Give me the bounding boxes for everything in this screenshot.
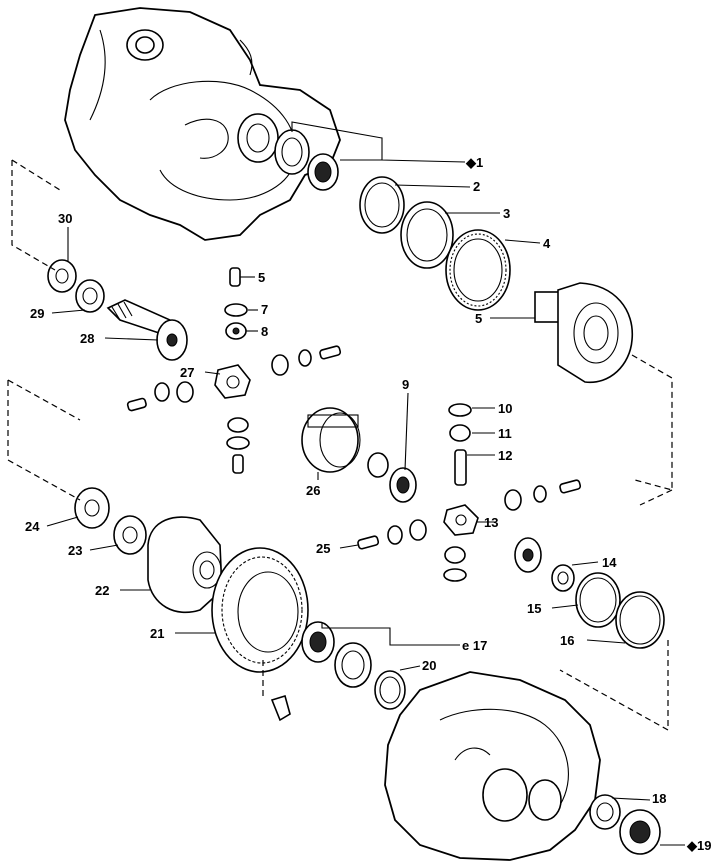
alignment-lines xyxy=(7,159,673,732)
label-part-24: 24 xyxy=(25,519,40,534)
label-part-23: 23 xyxy=(68,543,82,558)
label-part-26: 26 xyxy=(306,483,320,498)
label-part-16: 16 xyxy=(560,633,574,648)
label-part-3: 3 xyxy=(503,206,510,221)
label-part-11: 11 xyxy=(498,426,512,441)
label-part-27: 27 xyxy=(180,365,194,380)
side-gear-parts xyxy=(357,519,542,573)
label-part-21: 21 xyxy=(150,626,164,641)
label-part-8: 8 xyxy=(261,324,268,339)
label-part-4: 4 xyxy=(543,236,551,251)
upper-housing xyxy=(64,7,341,241)
leader-lines xyxy=(46,121,685,846)
callout-labels: ◆1 2 3 4 5 5 7 8 9 10 11 12 13 14 15 16 … xyxy=(25,155,711,853)
label-part-12: 12 xyxy=(498,448,512,463)
pins-and-washers-right xyxy=(443,403,582,582)
label-part-25: 25 xyxy=(316,541,330,556)
differential-case xyxy=(534,282,634,383)
lower-left-case xyxy=(74,487,223,614)
ring-gear xyxy=(211,547,309,673)
label-part-29: 29 xyxy=(30,306,44,321)
bearing-and-shims-lower xyxy=(270,564,665,722)
label-part-20: 20 xyxy=(422,658,436,673)
ring-parts-upper xyxy=(359,176,511,311)
label-part-5-case: 5 xyxy=(475,311,482,326)
label-part-19: ◆19 xyxy=(686,838,711,853)
label-part-10: 10 xyxy=(498,401,512,416)
label-part-1: ◆1 xyxy=(465,155,483,170)
label-part-9: 9 xyxy=(402,377,409,392)
label-part-17: e 17 xyxy=(462,638,487,653)
label-part-2: 2 xyxy=(473,179,480,194)
label-part-22: 22 xyxy=(95,583,109,598)
lower-housing xyxy=(384,671,661,861)
label-part-15: 15 xyxy=(527,601,541,616)
pinion-shaft-parts xyxy=(47,259,188,361)
label-part-30: 30 xyxy=(58,211,72,226)
label-part-18: 18 xyxy=(652,791,666,806)
label-part-14: 14 xyxy=(602,555,617,570)
label-part-5-upper: 5 xyxy=(258,270,265,285)
label-part-13: 13 xyxy=(484,515,498,530)
pins-and-washers-upper xyxy=(126,267,342,474)
label-part-7: 7 xyxy=(261,302,268,317)
sleeve-and-pinion xyxy=(301,407,417,503)
label-part-28: 28 xyxy=(80,331,94,346)
